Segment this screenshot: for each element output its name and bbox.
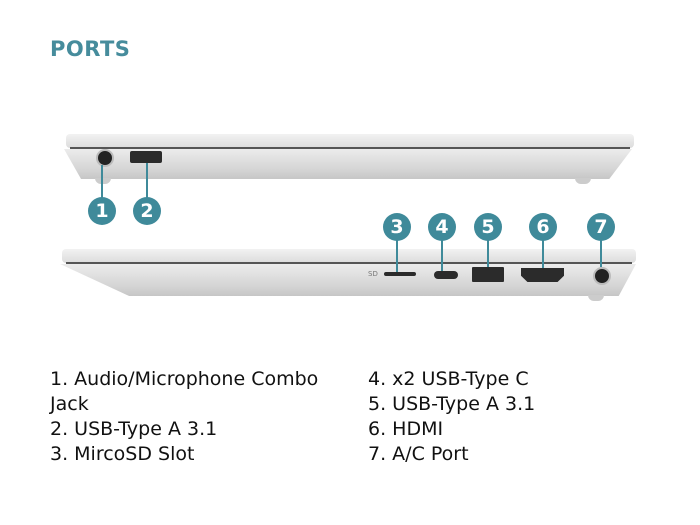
foot [95,178,111,184]
list-item: 7. A/C Port [368,443,469,465]
callout-line [146,163,148,199]
callout-line [600,240,602,267]
list-item: 1. Audio/Microphone Combo [50,368,319,390]
usb-a-port [472,267,504,282]
microsd-slot [384,272,416,276]
sd-label: SD [368,270,378,278]
seam [66,262,632,264]
lid [66,134,634,148]
seam [70,147,630,149]
list-item: 2. USB-Type A 3.1 [50,418,218,440]
list-item: Jack [50,393,89,415]
list-item: 4. x2 USB-Type C [368,368,529,390]
list-item: 3. MircoSD Slot [50,443,195,465]
callout-line [542,240,544,268]
callout-line [101,165,103,199]
list-item: 5. USB-Type A 3.1 [368,393,536,415]
usb-a-port [130,151,162,163]
usb-c-port [434,271,458,279]
audio-jack-port [96,149,114,167]
list-item: 6. HDMI [368,418,444,440]
callout-6: 6 [529,213,557,241]
callout-7: 7 [587,213,615,241]
foot [575,178,591,184]
callout-4: 4 [428,213,456,241]
callout-2: 2 [133,197,161,225]
callout-1: 1 [88,197,116,225]
foot [588,295,604,301]
hdmi-port [521,268,564,282]
page-title: PORTS [50,37,131,61]
callout-line [487,240,489,267]
callout-line [396,240,398,272]
callout-3: 3 [383,213,411,241]
callout-5: 5 [474,213,502,241]
lid [62,249,636,263]
ac-power-port [593,267,611,285]
callout-line [441,240,443,271]
